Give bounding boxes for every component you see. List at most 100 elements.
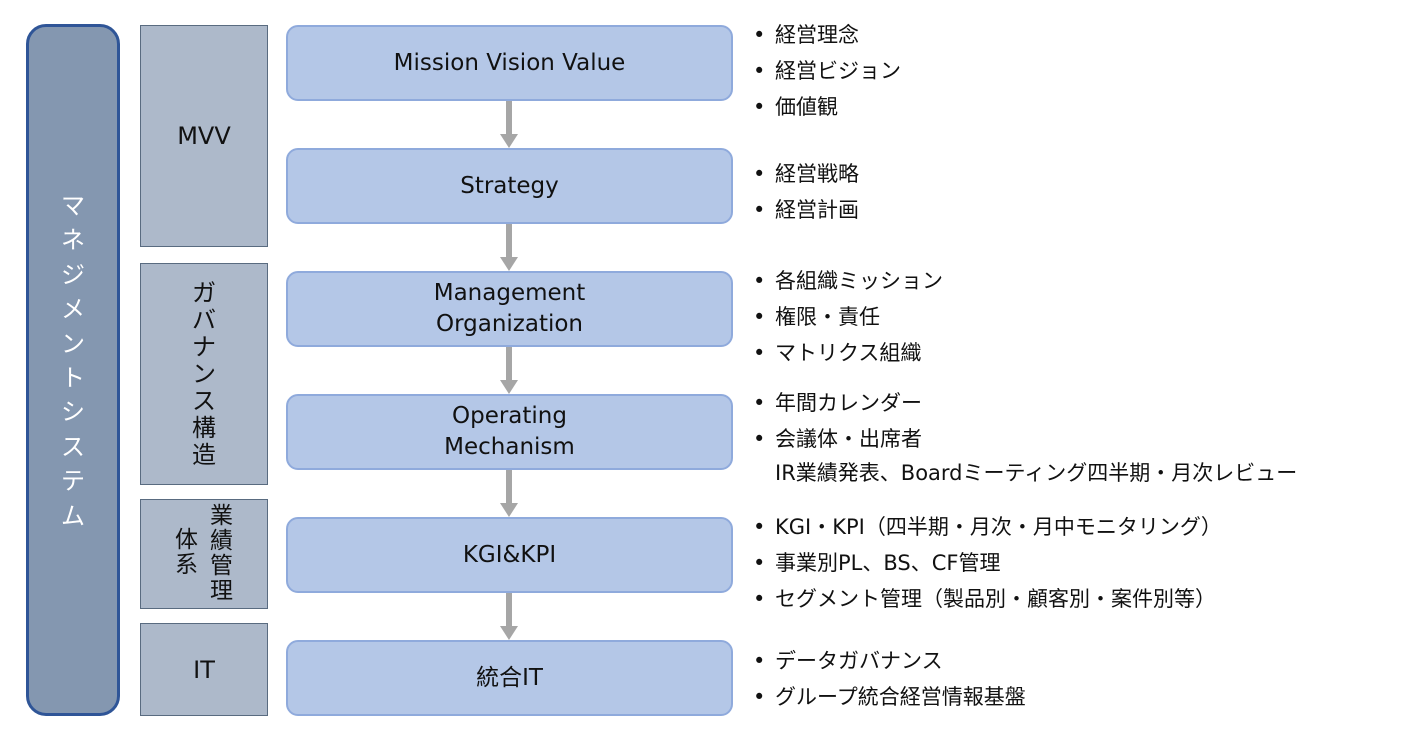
- bullet-icon: •: [753, 305, 766, 329]
- bullet-icon: •: [753, 551, 766, 575]
- list-item: • 経営理念: [753, 17, 901, 53]
- detail-list-operating: • 年間カレンダー • 会議体・出席者 IR業績発表、Boardミーティング四半期・…: [753, 385, 1297, 489]
- bullet-icon: •: [753, 587, 766, 611]
- performance-char: 管: [210, 553, 233, 579]
- governance-char: ス: [192, 386, 216, 415]
- system-char: ス: [61, 432, 85, 461]
- bullet-icon: •: [753, 649, 766, 673]
- step-label: 統合IT: [476, 664, 543, 691]
- list-item: • 経営ビジョン: [753, 53, 901, 89]
- down-arrow-icon: [500, 593, 518, 640]
- category-governance: ガ バ ナ ン ス 構 造: [140, 263, 268, 485]
- bullet-icon: •: [753, 198, 766, 222]
- performance-label-right: 業 績 管 理: [210, 504, 233, 604]
- bullet-icon: •: [753, 515, 766, 539]
- step-label: Operating: [452, 403, 567, 429]
- down-arrow-icon: [500, 347, 518, 394]
- category-mvv: MVV: [140, 25, 268, 247]
- bullet-icon: •: [753, 59, 766, 83]
- bullet-icon: •: [753, 23, 766, 47]
- step-label: KGI&KPI: [462, 541, 557, 568]
- category-it: IT: [140, 623, 268, 716]
- list-item-text: KGI・KPI（四半期・月次・月中モニタリング）: [775, 515, 1222, 539]
- list-item: • 会議体・出席者: [753, 421, 1297, 457]
- down-arrow-icon: [500, 101, 518, 148]
- performance-char: 系: [175, 552, 198, 578]
- list-item: • 各組織ミッション: [753, 263, 943, 299]
- list-item: • 年間カレンダー: [753, 385, 1297, 421]
- detail-list-organization: • 各組織ミッション • 権限・責任 •マトリクス組織: [753, 263, 943, 371]
- bullet-icon: •: [753, 269, 766, 293]
- detail-list-it: • データガバナンス • グループ統合経営情報基盤: [753, 643, 1026, 715]
- list-item-text: 価値観: [775, 95, 838, 119]
- category-mvv-label: MVV: [177, 122, 231, 150]
- list-item: • セグメント管理（製品別・顧客別・案件別等）: [753, 581, 1222, 617]
- system-char: ネ: [61, 226, 85, 255]
- list-item-text: 権限・責任: [775, 305, 880, 329]
- governance-char: ガ: [192, 278, 216, 307]
- list-item: • 価値観: [753, 89, 901, 125]
- list-item-text: 経営ビジョン: [775, 59, 901, 83]
- list-item: • データガバナンス: [753, 643, 1026, 679]
- bullet-icon: •: [753, 427, 766, 451]
- system-char: ム: [61, 501, 85, 530]
- governance-char: 造: [192, 440, 216, 469]
- step-kgi-kpi: KGI&KPI: [286, 517, 733, 593]
- list-item-text: 経営理念: [775, 23, 859, 47]
- bullet-icon: •: [753, 391, 766, 415]
- governance-char: ナ: [192, 332, 216, 361]
- list-item-text: データガバナンス: [775, 649, 943, 673]
- list-item: • グループ統合経営情報基盤: [753, 679, 1026, 715]
- list-item-text: 経営計画: [775, 198, 859, 222]
- list-item-text: 年間カレンダー: [775, 391, 922, 415]
- bullet-icon: •: [753, 95, 766, 119]
- category-performance: 体 系 業 績 管 理: [140, 499, 268, 609]
- system-char: ン: [61, 329, 85, 358]
- performance-char: 体: [175, 527, 198, 553]
- step-mission-vision-value: Mission Vision Value: [286, 25, 733, 101]
- governance-char: 構: [192, 413, 216, 442]
- performance-char: 業: [210, 503, 233, 529]
- step-label: Organization: [435, 311, 584, 337]
- bullet-icon: •: [753, 162, 766, 186]
- list-item-text: 経営戦略: [775, 162, 859, 186]
- governance-char: ン: [192, 359, 216, 388]
- system-char: ト: [61, 364, 85, 393]
- detail-list-kgi-kpi: • KGI・KPI（四半期・月次・月中モニタリング） • 事業別PL、BS、CF管理…: [753, 509, 1222, 617]
- list-item-text: セグメント管理（製品別・顧客別・案件別等）: [775, 587, 1216, 611]
- list-item: • 事業別PL、BS、CF管理: [753, 545, 1222, 581]
- list-item: • 権限・責任: [753, 299, 943, 335]
- bullet-icon: •: [753, 685, 766, 709]
- list-item-text: 会議体・出席者: [775, 427, 922, 451]
- list-item: • 経営戦略: [753, 156, 859, 192]
- system-char: テ: [61, 467, 85, 496]
- down-arrow-icon: [500, 470, 518, 517]
- system-char: メ: [61, 295, 85, 324]
- system-char: シ: [61, 398, 85, 427]
- step-label: Mission Vision Value: [393, 49, 626, 76]
- performance-char: 理: [210, 578, 233, 604]
- step-integrated-it: 統合IT: [286, 640, 733, 716]
- step-strategy: Strategy: [286, 148, 733, 224]
- step-management-organization: Management Organization: [286, 271, 733, 347]
- list-item-text: 各組織ミッション: [775, 269, 943, 293]
- system-char: ジ: [61, 260, 85, 289]
- step-label: Management: [433, 280, 586, 306]
- management-system-bar: マ ネ ジ メ ン ト シ ス テ ム: [26, 24, 120, 716]
- category-it-label: IT: [193, 655, 215, 684]
- step-label: Strategy: [460, 172, 559, 199]
- detail-list-strategy: • 経営戦略 • 経営計画: [753, 156, 859, 228]
- category-governance-label: ガ バ ナ ン ス 構 造: [192, 278, 216, 469]
- list-item-continuation: IR業績発表、Boardミーティング四半期・月次レビュー: [775, 461, 1298, 485]
- step-label: Mechanism: [444, 434, 575, 460]
- step-operating-mechanism: Operating Mechanism: [286, 394, 733, 470]
- down-arrow-icon: [500, 224, 518, 271]
- performance-label-left: 体 系: [175, 528, 198, 578]
- list-item: •マトリクス組織: [753, 335, 943, 371]
- governance-char: バ: [192, 305, 216, 334]
- list-item: • 経営計画: [753, 192, 859, 228]
- list-item-text: 事業別PL、BS、CF管理: [775, 551, 1001, 575]
- bullet-icon: •: [753, 341, 766, 365]
- list-item-text: グループ統合経営情報基盤: [775, 685, 1026, 709]
- system-char: マ: [61, 192, 85, 220]
